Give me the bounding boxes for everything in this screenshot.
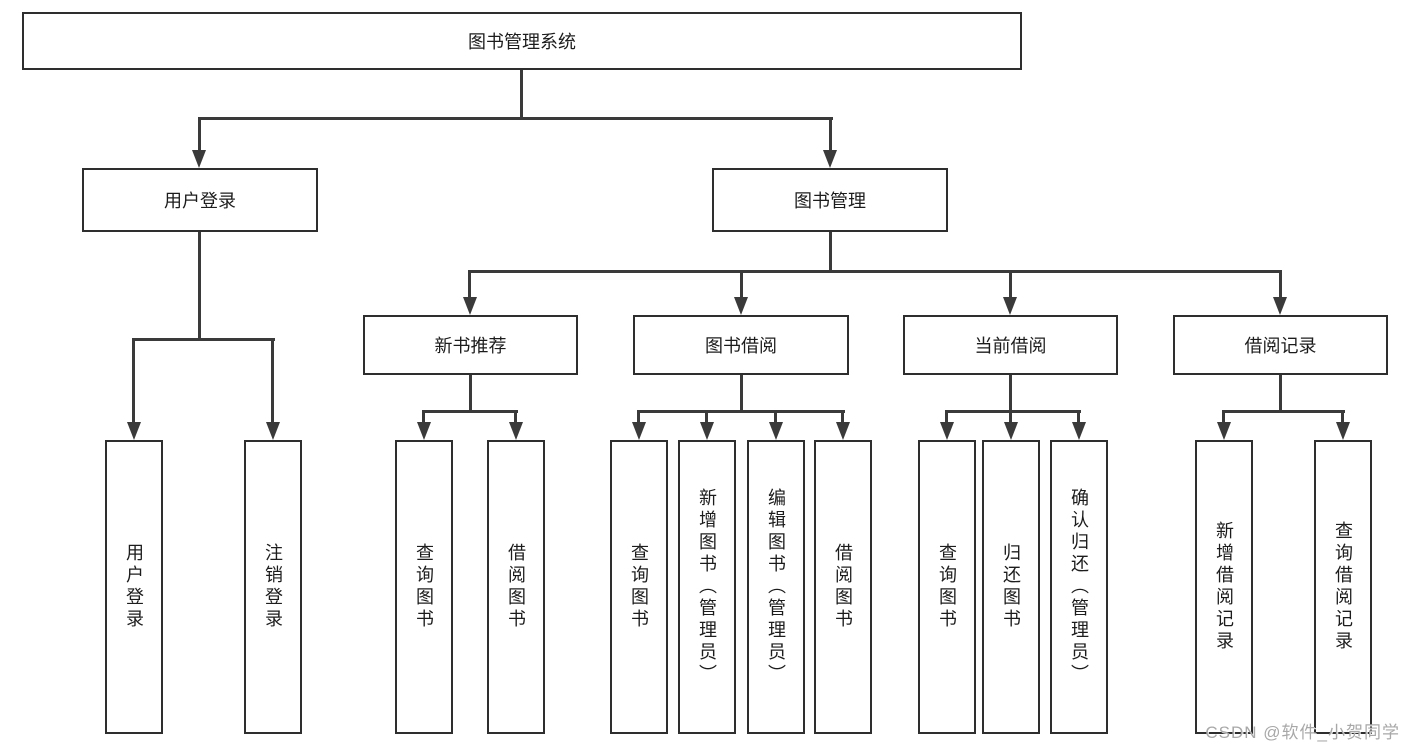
- connector-line: [740, 270, 743, 300]
- connector-line: [705, 410, 708, 426]
- arrowhead-icon: [734, 297, 748, 315]
- leaf-borrow-books-2-label: 借阅图书: [833, 543, 853, 631]
- connector-line: [1077, 410, 1080, 426]
- leaf-borrow-books-1: 借阅图书: [487, 440, 545, 734]
- connector-line: [198, 232, 201, 340]
- connector-line: [945, 410, 948, 426]
- leaf-query-books-3: 查询图书: [918, 440, 976, 734]
- leaf-user-login-label: 用户登录: [124, 543, 144, 631]
- connector-line: [133, 338, 275, 341]
- connector-line: [469, 375, 472, 413]
- connector-line: [1279, 375, 1282, 413]
- connector-line: [1009, 270, 1012, 300]
- leaf-query-books-2: 查询图书: [610, 440, 668, 734]
- arrowhead-icon: [1336, 422, 1350, 440]
- watermark: CSDN @软件_小贺同学: [1205, 723, 1400, 742]
- connector-line: [198, 117, 201, 152]
- connector-line: [198, 117, 833, 120]
- connector-line: [1279, 270, 1282, 300]
- connector-line: [774, 410, 777, 426]
- connector-line: [1222, 410, 1345, 413]
- leaf-add-borrow-record-label: 新增借阅记录: [1214, 521, 1234, 653]
- leaf-add-books-admin: 新增图书（管理员）: [678, 440, 736, 734]
- arrowhead-icon: [1072, 422, 1086, 440]
- node-user-login-branch-label: 用户登录: [164, 191, 236, 211]
- connector-line: [841, 410, 844, 426]
- leaf-query-borrow-record-label: 查询借阅记录: [1333, 521, 1353, 653]
- arrowhead-icon: [940, 422, 954, 440]
- connector-line: [637, 410, 640, 426]
- connector-line: [637, 410, 845, 413]
- arrowhead-icon: [192, 150, 206, 168]
- leaf-logout: 注销登录: [244, 440, 302, 734]
- arrowhead-icon: [632, 422, 646, 440]
- connector-line: [514, 410, 517, 426]
- arrowhead-icon: [127, 422, 141, 440]
- node-root: 图书管理系统: [22, 12, 1022, 70]
- leaf-query-books-2-label: 查询图书: [629, 543, 649, 631]
- leaf-query-books-1: 查询图书: [395, 440, 453, 734]
- connector-line: [132, 338, 135, 426]
- connector-line: [1009, 410, 1012, 426]
- arrowhead-icon: [463, 297, 477, 315]
- arrowhead-icon: [823, 150, 837, 168]
- connector-line: [945, 410, 1081, 413]
- connector-line: [271, 338, 274, 426]
- arrowhead-icon: [417, 422, 431, 440]
- leaf-user-login: 用户登录: [105, 440, 163, 734]
- connector-line: [1009, 375, 1012, 413]
- node-book-borrow-label: 图书借阅: [705, 336, 777, 356]
- leaf-confirm-return-admin-label: 确认归还（管理员）: [1069, 488, 1089, 686]
- node-book-borrow: 图书借阅: [633, 315, 849, 375]
- leaf-query-borrow-record: 查询借阅记录: [1314, 440, 1372, 734]
- arrowhead-icon: [1217, 422, 1231, 440]
- leaf-confirm-return-admin: 确认归还（管理员）: [1050, 440, 1108, 734]
- connector-line: [829, 232, 832, 272]
- connector-line: [520, 70, 523, 117]
- leaf-edit-books-admin-label: 编辑图书（管理员）: [766, 488, 786, 686]
- node-root-label: 图书管理系统: [468, 32, 576, 52]
- node-new-book-recommend-label: 新书推荐: [434, 336, 507, 356]
- node-current-borrow-label: 当前借阅: [974, 336, 1047, 356]
- leaf-add-books-admin-label: 新增图书（管理员）: [697, 488, 717, 686]
- connector-line: [423, 410, 518, 413]
- arrowhead-icon: [836, 422, 850, 440]
- leaf-logout-label: 注销登录: [263, 543, 283, 631]
- connector-line: [468, 270, 471, 300]
- leaf-query-books-3-label: 查询图书: [937, 543, 957, 631]
- connector-line: [829, 117, 832, 152]
- connector-line: [1341, 410, 1344, 426]
- node-current-borrow: 当前借阅: [903, 315, 1118, 375]
- arrowhead-icon: [1273, 297, 1287, 315]
- leaf-query-books-1-label: 查询图书: [414, 543, 434, 631]
- connector-line: [1222, 410, 1225, 426]
- node-user-login-branch: 用户登录: [82, 168, 318, 232]
- leaf-edit-books-admin: 编辑图书（管理员）: [747, 440, 805, 734]
- node-book-management-branch: 图书管理: [712, 168, 948, 232]
- arrowhead-icon: [1003, 297, 1017, 315]
- node-new-book-recommend: 新书推荐: [363, 315, 578, 375]
- arrowhead-icon: [266, 422, 280, 440]
- connector-line: [740, 375, 743, 413]
- leaf-return-books: 归还图书: [982, 440, 1040, 734]
- leaf-return-books-label: 归还图书: [1001, 543, 1021, 631]
- node-borrow-records-label: 借阅记录: [1244, 336, 1317, 356]
- arrowhead-icon: [769, 422, 783, 440]
- connector-line: [469, 270, 1282, 273]
- leaf-borrow-books-2: 借阅图书: [814, 440, 872, 734]
- node-borrow-records: 借阅记录: [1173, 315, 1388, 375]
- arrowhead-icon: [1004, 422, 1018, 440]
- arrowhead-icon: [509, 422, 523, 440]
- arrowhead-icon: [700, 422, 714, 440]
- leaf-add-borrow-record: 新增借阅记录: [1195, 440, 1253, 734]
- leaf-borrow-books-1-label: 借阅图书: [506, 543, 526, 631]
- connector-line: [422, 410, 425, 426]
- node-book-management-branch-label: 图书管理: [794, 191, 866, 211]
